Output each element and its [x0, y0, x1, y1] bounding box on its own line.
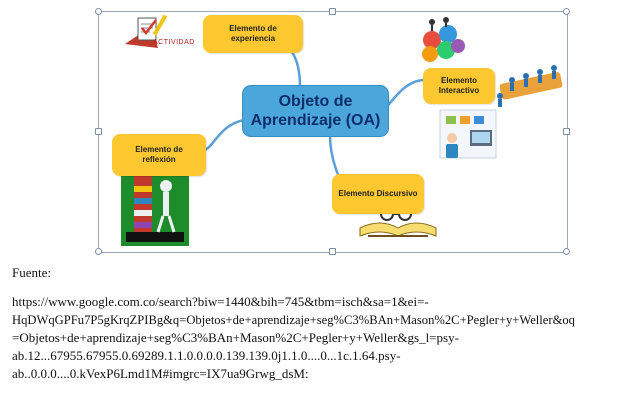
node-elemento-interactivo: Elemento Interactivo — [423, 68, 495, 104]
source-url-line-5: ab..0.0.0....0.kVexP6Lmd1M#imgrc=IX7ua9G… — [12, 366, 309, 381]
node-interactivo-line1: Elemento — [440, 76, 477, 85]
resize-handle-bottom[interactable] — [329, 248, 336, 255]
resize-handle-top[interactable] — [329, 8, 336, 15]
node-elemento-reflexion: Elemento de reflexión — [112, 134, 206, 176]
node-reflexion-line2: reflexión — [142, 155, 176, 164]
puzzle-icon — [422, 17, 465, 62]
resize-handle-top-left[interactable] — [95, 8, 102, 15]
branch-reflexion — [203, 118, 246, 152]
computer-user-icon — [439, 109, 497, 159]
node-elemento-experiencia: Elemento de experiencia — [203, 15, 303, 53]
people-team-icon — [497, 65, 563, 107]
resize-handle-right[interactable] — [563, 128, 570, 135]
source-url-line-4: ab.12...67955.67955.0.69289.1.1.0.0.0.0.… — [12, 348, 401, 363]
node-interactivo-line2: Interactivo — [438, 86, 480, 95]
node-elemento-discursivo: Elemento Discursivo — [332, 174, 424, 214]
source-url-line-2: HqDWqGPFu7P5gKrqZPIBg&q=Objetos+de+apren… — [12, 313, 575, 327]
source-url-line-1: https://www.google.com.co/search?biw=144… — [12, 294, 429, 309]
resize-handle-left[interactable] — [95, 128, 102, 135]
branch-interactivo — [384, 78, 427, 110]
node-experiencia-line2: experiencia — [230, 34, 276, 43]
actividad-label: ACTIVIDAD — [153, 39, 195, 46]
resize-handle-bottom-left[interactable] — [95, 248, 102, 255]
node-reflexion-line1: Elemento de — [135, 145, 183, 154]
fuente-label: Fuente: — [12, 265, 51, 280]
central-topic-line1: Objeto de — [278, 93, 353, 110]
node-discursivo-label: Elemento Discursivo — [338, 189, 418, 198]
node-experiencia-line1: Elemento de — [229, 24, 277, 33]
mind-map-diagram — [121, 14, 563, 246]
central-topic-node: Objeto de Aprendizaje (OA) — [242, 85, 389, 137]
central-topic-line2: Aprendizaje (OA) — [250, 112, 381, 129]
actividad-icon — [125, 14, 168, 48]
resize-handle-top-right[interactable] — [563, 8, 570, 15]
resize-handle-bottom-right[interactable] — [563, 248, 570, 255]
reflexion-image — [121, 168, 189, 246]
source-url-line-3: =Objetos+de+aprendizaje+seg%C3%BAn+Mason… — [12, 330, 459, 345]
